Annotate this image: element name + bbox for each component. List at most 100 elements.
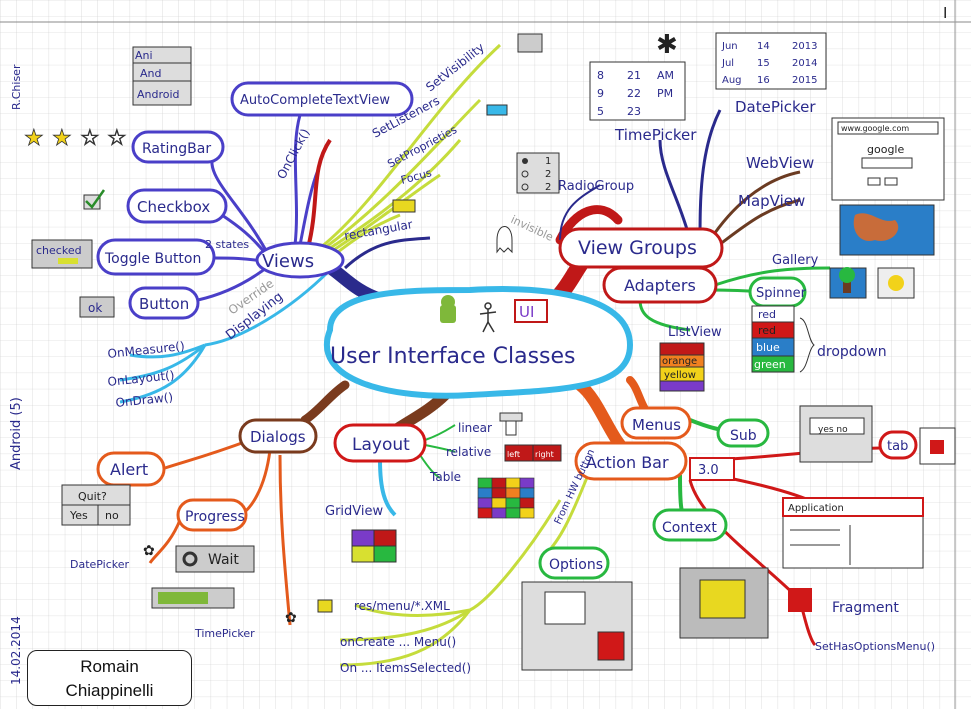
options-node bbox=[538, 546, 610, 580]
table-cell bbox=[491, 487, 507, 499]
spinner-label: Spinner bbox=[756, 286, 807, 301]
ac-item-1: And bbox=[140, 67, 161, 80]
viewgroups-title: View Groups bbox=[578, 237, 697, 259]
dropdown-item-3: green bbox=[754, 358, 786, 371]
center-node bbox=[324, 286, 634, 399]
toggle-label: Toggle Button bbox=[104, 251, 201, 267]
table-cell bbox=[477, 497, 493, 509]
res-xml-label: res/menu/*.XML bbox=[354, 599, 450, 613]
layout-relative: relative bbox=[446, 445, 491, 459]
margin-date: 14.02.2014 bbox=[9, 616, 23, 685]
dialogs-title: Dialogs bbox=[250, 428, 306, 446]
table-cell bbox=[477, 507, 493, 519]
radio-3: 2 bbox=[545, 182, 551, 193]
author-last: Chiappinelli bbox=[65, 681, 154, 700]
time-cell-6: 5 bbox=[597, 105, 604, 118]
alert-dialog-mockup bbox=[61, 484, 131, 526]
button-node bbox=[128, 286, 200, 320]
table-cell bbox=[491, 497, 507, 509]
linear-icon bbox=[499, 412, 523, 436]
svg-text:★: ★ bbox=[24, 126, 44, 151]
table-cell bbox=[477, 487, 493, 499]
time-cell-3: 9 bbox=[597, 87, 604, 100]
table-cell bbox=[491, 507, 507, 519]
table-cell bbox=[505, 497, 521, 509]
adapters-title: Adapters bbox=[624, 276, 696, 295]
rating-stars-icon: ★ ★ ☆ ☆ bbox=[24, 126, 128, 152]
menus-title: Menus bbox=[632, 416, 681, 434]
center-title: User Interface Classes bbox=[330, 344, 576, 369]
toggle-note: 2 states bbox=[205, 238, 249, 251]
ac-item-0: Ani bbox=[135, 49, 153, 62]
list-item-yellow: yellow bbox=[664, 370, 696, 381]
dropdown-item-2: blue bbox=[756, 341, 780, 354]
svg-text:☆: ☆ bbox=[107, 126, 127, 151]
version-label: 3.0 bbox=[698, 463, 719, 478]
svg-text:★: ★ bbox=[52, 126, 72, 151]
views-node bbox=[255, 241, 345, 279]
progress-label: Progress bbox=[185, 509, 245, 525]
tab-mockup bbox=[799, 405, 956, 465]
no-button: no bbox=[105, 509, 119, 522]
dialogs-node bbox=[238, 418, 318, 454]
center-badge: UI bbox=[519, 303, 534, 321]
dropdown-list bbox=[751, 305, 795, 373]
application-label: Application bbox=[788, 503, 844, 514]
dropdown-item-1: red bbox=[758, 324, 776, 337]
adapters-node bbox=[602, 266, 718, 304]
sethas-label: SetHasOptionsMenu() bbox=[815, 640, 935, 653]
asterisk-icon: ✱ bbox=[656, 30, 678, 60]
progress-node bbox=[176, 498, 248, 532]
date-cell-3: Jul bbox=[721, 58, 734, 69]
layout-linear: linear bbox=[458, 421, 492, 435]
table-cell bbox=[519, 497, 535, 509]
time-cell-7: 23 bbox=[627, 105, 641, 118]
sub-label: Sub bbox=[730, 428, 757, 444]
autocomplete-node bbox=[230, 81, 414, 117]
dialog-timepicker: TimePicker bbox=[194, 627, 255, 640]
listview-list bbox=[659, 342, 705, 392]
author-first: Romain bbox=[80, 657, 139, 676]
table-cell bbox=[505, 487, 521, 499]
margin-top-note: R.Chiser bbox=[10, 64, 23, 110]
autocomplete-label: AutoCompleteTextView bbox=[240, 93, 390, 108]
timepicker-label: TimePicker bbox=[614, 126, 697, 144]
stick-figure-icon bbox=[479, 302, 497, 333]
checkbox-node bbox=[126, 188, 228, 224]
date-grid bbox=[715, 32, 827, 90]
table-grid bbox=[477, 477, 535, 519]
relative-right: right bbox=[535, 450, 554, 459]
fragment-mockup bbox=[679, 567, 812, 639]
onselected-label: On ... ItemsSelected() bbox=[340, 661, 471, 675]
table-cell bbox=[519, 487, 535, 499]
oncreate-label: onCreate ... Menu() bbox=[340, 635, 456, 649]
webview-mockup bbox=[831, 117, 945, 201]
version-box bbox=[689, 457, 735, 481]
dropdown-item-0: red bbox=[758, 308, 776, 321]
context-label: Context bbox=[662, 520, 717, 536]
datepicker-label: DatePicker bbox=[735, 98, 816, 116]
table-cell bbox=[505, 477, 521, 489]
gridview-label: GridView bbox=[325, 504, 383, 519]
layout-title: Layout bbox=[352, 435, 410, 455]
button-sample-box bbox=[79, 296, 115, 318]
fragment-label: Fragment bbox=[832, 600, 899, 616]
actionbar-title: Action Bar bbox=[586, 453, 669, 472]
alert-node bbox=[96, 451, 166, 487]
method-ondraw: OnDraw() bbox=[115, 390, 174, 410]
actionbar-node bbox=[574, 441, 688, 481]
ac-item-2: Android bbox=[137, 88, 180, 101]
date-cell-0: Jun bbox=[721, 41, 738, 52]
checkbox-icon bbox=[83, 189, 106, 210]
webview-url: www.google.com bbox=[841, 124, 909, 133]
date-cell-6: Aug bbox=[722, 75, 742, 86]
rating-label: RatingBar bbox=[142, 141, 211, 157]
context-node bbox=[652, 508, 728, 542]
radiogroup-label: RadioGroup bbox=[558, 179, 634, 194]
time-cell-5: PM bbox=[657, 87, 673, 100]
alert-label: Alert bbox=[110, 460, 148, 479]
wait-label: Wait bbox=[208, 552, 239, 568]
sub-node bbox=[716, 418, 770, 448]
